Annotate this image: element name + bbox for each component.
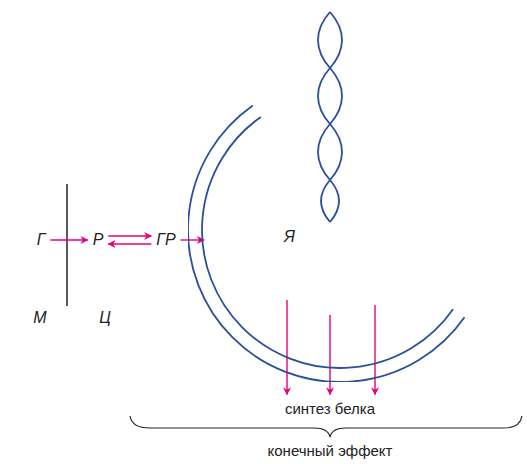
- arrow-connector: [286, 300, 287, 395]
- result-text: синтез белка: [282, 398, 378, 419]
- arrow-connector: [329, 315, 330, 395]
- nucleus-label: Я: [284, 228, 295, 246]
- node-text: Р: [91, 230, 106, 250]
- nucleus-envelope: [188, 78, 492, 382]
- arrow-connector: [181, 239, 204, 240]
- cell-membrane: [66, 184, 68, 306]
- arrow-connector: [50, 239, 87, 240]
- membrane-arc: [188, 105, 465, 382]
- dna-helix: [318, 12, 342, 222]
- final-effect-label: конечный эффект: [268, 442, 393, 459]
- node-text: Г: [35, 230, 48, 250]
- hormone-symbol: Г: [35, 230, 48, 250]
- receptor-symbol: Р: [91, 230, 106, 250]
- arrow-connector: [108, 235, 151, 236]
- cell-nucleus: Я: [188, 78, 492, 382]
- membrane-arc: [202, 117, 453, 368]
- node-text: синтез белка: [282, 398, 378, 419]
- curly-bracket: [130, 416, 522, 437]
- arrow-connector: [374, 305, 375, 395]
- cytoplasm-label: Ц: [99, 309, 111, 327]
- membrane-label: М: [33, 309, 46, 327]
- complex-symbol: ГР: [154, 230, 177, 250]
- node-text: ГР: [154, 230, 177, 250]
- arrow-connector: [108, 243, 151, 244]
